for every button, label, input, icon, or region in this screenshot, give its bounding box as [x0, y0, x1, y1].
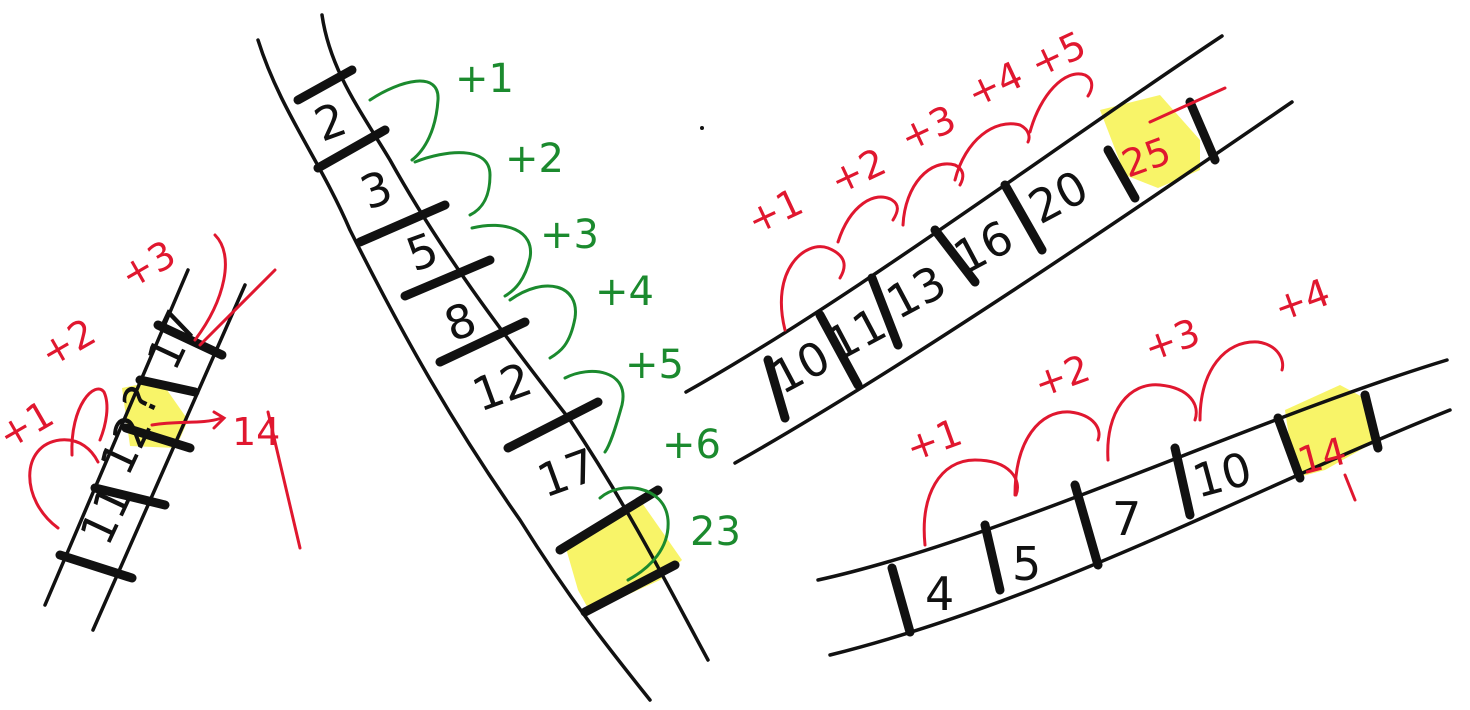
strip-tall-arrow — [470, 223, 532, 298]
strip-small: 11 12 ? 17 +1 +2 +3 14 — [0, 232, 302, 632]
strip-small-arrow — [193, 233, 227, 342]
strip-tall-separator — [293, 65, 357, 105]
strip-bottom-right-stroke — [1343, 473, 1357, 502]
strip-bottom-right-step: +4 — [1268, 270, 1336, 331]
strip-bottom-right-cell: 7 — [1112, 492, 1141, 546]
strip-top-right-arrow — [779, 245, 846, 332]
strip-tall-step: +5 — [625, 342, 684, 388]
strip-tall-separator — [355, 200, 450, 247]
strip-small-strike — [198, 268, 277, 347]
strip-tall-separator — [580, 560, 680, 617]
strip-tall-cell: 5 — [399, 222, 445, 283]
strip-bottom-right-rail-top — [816, 358, 1449, 582]
strip-bottom-right-step: +3 — [1138, 310, 1206, 371]
strip-tall-step: +1 — [455, 56, 514, 102]
strip-bottom-right-step: +1 — [900, 410, 968, 471]
strip-bottom-right-arrow — [922, 458, 1019, 547]
strip-tall-step: +2 — [505, 136, 564, 182]
strip-tall-cell: 8 — [437, 292, 483, 353]
strip-tall-arrow — [368, 79, 440, 162]
strip-tall-cell: 2 — [307, 92, 353, 153]
strip-top-right-arrow — [953, 122, 1031, 182]
strip-top-right-step: +3 — [893, 97, 962, 161]
strip-tall-separator — [400, 255, 495, 301]
strip-bottom-right-arrow — [1106, 383, 1198, 462]
strip-tall-step: +4 — [595, 269, 654, 315]
strip-small-arrow — [28, 438, 100, 530]
strip-small-answer-arrow — [150, 416, 224, 427]
strip-small-answer-strike — [266, 410, 302, 550]
strip-tall-cell: 17 — [530, 438, 603, 509]
strip-small-separator — [55, 550, 137, 583]
strip-tall-arrow — [413, 151, 492, 217]
strip-bottom-right-separator — [1360, 390, 1383, 453]
strip-small-answer: 14 — [232, 410, 280, 454]
strip-tall-rail-right — [320, 13, 710, 662]
strip-tall-step: +6 — [662, 422, 721, 468]
strip-bottom-right-cell: 5 — [1012, 537, 1041, 591]
strip-top-right-strike — [1148, 86, 1227, 124]
strip-small-step: +1 — [0, 392, 61, 458]
strip-small-separator — [135, 375, 200, 397]
strip-tall-step: +3 — [540, 212, 599, 258]
strip-tall-arrow — [563, 370, 625, 454]
strip-top-right-rail-top — [684, 34, 1224, 394]
highlight-answer-cell — [1100, 95, 1200, 188]
strip-small-separator — [90, 483, 170, 510]
strip-tall-cell: 3 — [353, 160, 399, 221]
strip-bottom-right-separator — [1070, 480, 1103, 570]
strip-small-step: +3 — [113, 232, 184, 298]
strip-top-right-step: +5 — [1023, 23, 1092, 87]
strip-bottom-right-separator — [1170, 443, 1195, 520]
strip-top-right-separator — [867, 273, 903, 350]
strip-bottom-right-arrow — [1198, 340, 1285, 422]
strip-small-arrow — [70, 387, 109, 457]
strip-top-right-step: +2 — [823, 140, 892, 204]
strip-tall: 2 3 5 8 12 17 +1 +2 +3 +4 +5 +6 23 — [256, 13, 741, 702]
strip-top-right-arrow — [901, 162, 965, 227]
strip-top-right-cell: 16 — [945, 210, 1022, 285]
strip-bottom-right-separator — [887, 563, 915, 637]
strip-bottom-right: 4 5 7 10 14 +1 +2 +3 +4 — [816, 270, 1452, 657]
strip-small-separator — [121, 423, 195, 453]
strip-small-step: +2 — [33, 310, 104, 376]
strip-top-right-separator — [1185, 97, 1220, 165]
strip-top-right-arrow — [836, 195, 899, 244]
strip-tall-arrow — [508, 284, 577, 360]
strip-bottom-right-step: +2 — [1028, 346, 1096, 407]
strip-top-right-arrow — [1028, 72, 1094, 134]
strip-bottom-right-separator — [980, 520, 1005, 595]
strip-tall-separator — [435, 317, 530, 367]
strip-small-answer-arrowhead — [212, 410, 227, 430]
strip-tall-arrow — [598, 486, 670, 582]
strip-small-separator — [153, 320, 227, 360]
strip-top-right-separator — [1000, 180, 1047, 255]
strip-top-right-separator — [930, 225, 980, 287]
strip-tall-separator — [503, 397, 603, 453]
strip-bottom-right-separator — [1273, 413, 1305, 483]
strip-tall-separator — [555, 485, 663, 555]
strip-top-right-separator — [763, 355, 790, 423]
strip-bottom-right-rail-bottom — [828, 408, 1452, 657]
stray-dot — [700, 126, 704, 130]
strip-top-right-separator — [1103, 145, 1140, 203]
strip-tall-separator — [313, 125, 390, 173]
strip-top-right-separator — [815, 310, 863, 390]
strip-top-right-step: +1 — [740, 180, 809, 244]
strip-bottom-right-cell: 4 — [925, 567, 954, 621]
strip-tall-answer: 23 — [690, 509, 741, 555]
strip-bottom-right-arrow — [1013, 410, 1101, 497]
strip-top-right-step: +4 — [960, 53, 1029, 117]
